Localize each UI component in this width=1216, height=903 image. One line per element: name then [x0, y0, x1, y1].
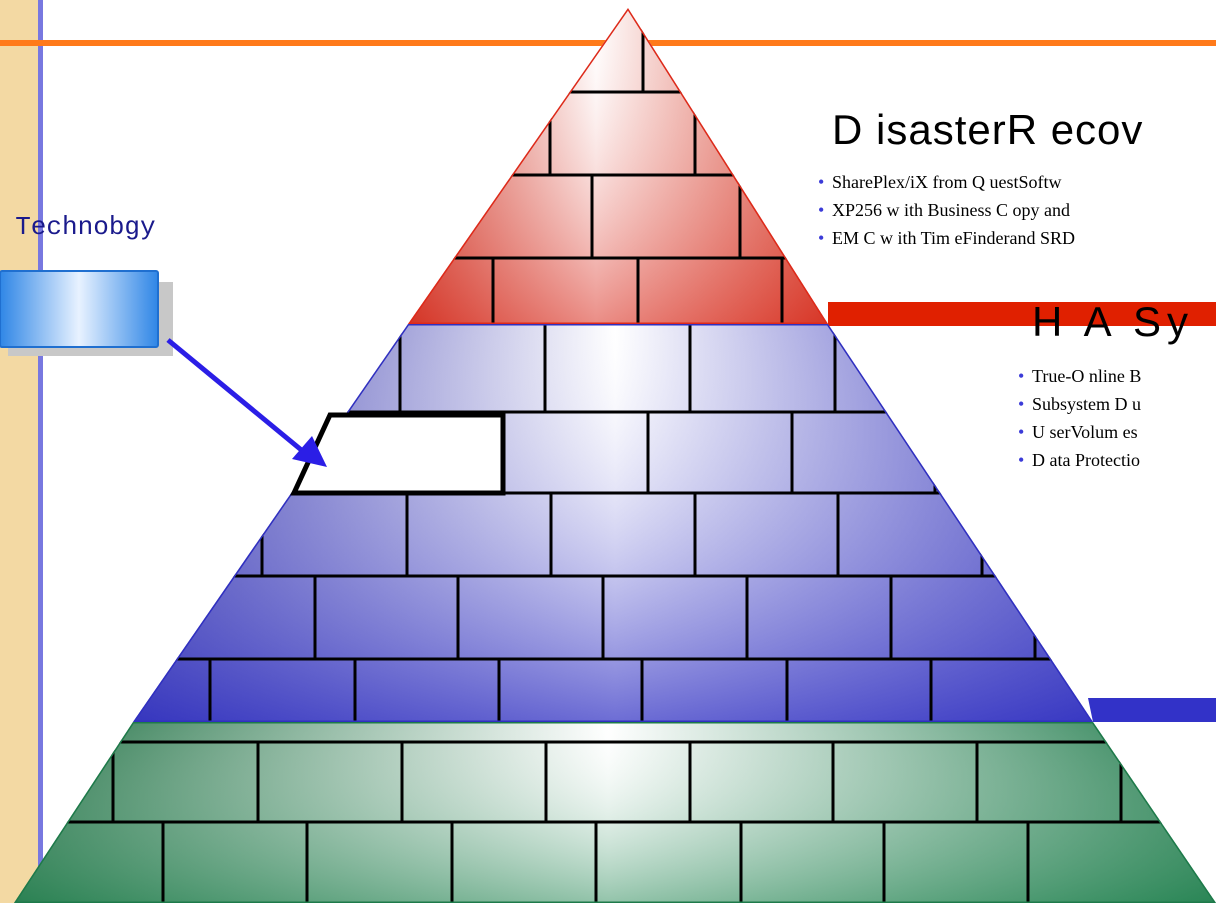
list-item: D ata Protectio	[1018, 446, 1141, 474]
left-stripe-line	[38, 0, 43, 903]
top-tier	[380, 0, 860, 330]
list-item: True-O nline B	[1018, 362, 1141, 390]
middle-tier	[100, 320, 1120, 730]
new-technology-button[interactable]	[0, 271, 158, 347]
list-item: SharePlex/iX from Q uestSoftw	[818, 168, 1075, 196]
ha-systems-title: H A Sy	[1032, 298, 1194, 346]
list-item: EM C w ith Tim eFinderand SRD	[818, 224, 1075, 252]
ha-systems-list: True-O nline B Subsystem D u U serVolum …	[1018, 362, 1141, 474]
disaster-recovery-title: D isasterR ecov	[832, 106, 1143, 154]
left-stripe	[0, 0, 40, 903]
disaster-recovery-list: SharePlex/iX from Q uestSoftw XP256 w it…	[818, 168, 1075, 252]
highlighted-brick	[294, 415, 503, 493]
new-technology-label: w Technobgy	[0, 212, 156, 242]
list-item: Subsystem D u	[1018, 390, 1141, 418]
bottom-tier	[0, 720, 1216, 903]
list-item: U serVolum es	[1018, 418, 1141, 446]
arrow-line	[168, 340, 305, 453]
blue-bar	[1088, 698, 1216, 722]
list-item: XP256 w ith Business C opy and	[818, 196, 1075, 224]
